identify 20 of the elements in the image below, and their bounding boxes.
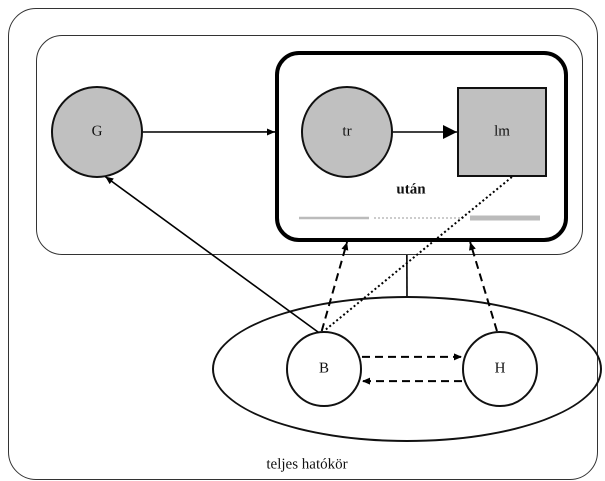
arrow — [104, 176, 320, 334]
node-label: G — [92, 124, 102, 140]
group-box — [275, 51, 568, 242]
connector-line — [406, 255, 408, 296]
group-ellipse — [212, 296, 602, 442]
arrow — [143, 128, 275, 136]
node-label: H — [494, 360, 506, 378]
connector-line — [323, 176, 513, 332]
node-label: lm — [494, 124, 510, 140]
node-label: B — [319, 360, 329, 378]
node-square — [457, 87, 547, 177]
node-label: tr — [342, 124, 352, 140]
frame-label: teljes hatókör — [266, 456, 348, 474]
arrow — [362, 353, 462, 360]
group-label: után — [396, 182, 426, 198]
arrow — [362, 378, 462, 385]
arrow — [469, 242, 498, 332]
group-panel — [36, 35, 583, 255]
arrow — [320, 242, 348, 332]
arrow — [393, 125, 457, 139]
